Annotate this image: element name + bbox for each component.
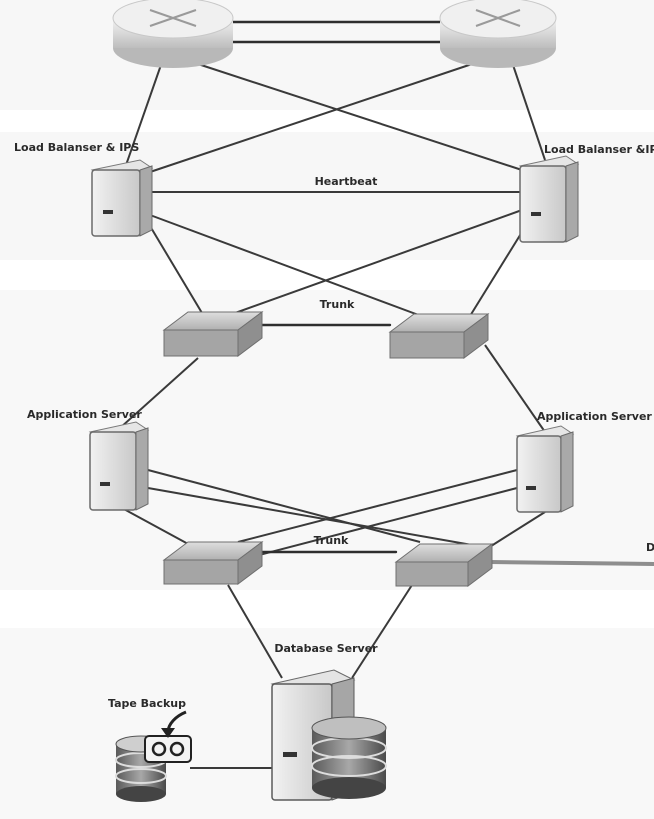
database-cylinder-icon xyxy=(311,716,387,799)
lb-right-to-switch-top-right xyxy=(469,231,523,317)
router-arrows-icon xyxy=(475,9,521,27)
switch-bottom-right[interactable] xyxy=(394,543,494,587)
tape-database-icon xyxy=(115,735,167,802)
tape-cassette-icon xyxy=(144,735,192,763)
label-trunk-bottom: Trunk xyxy=(314,534,349,547)
router-arrows-icon xyxy=(149,9,197,27)
router-right-to-lb-left xyxy=(149,63,473,173)
labels: Load Balanser & IPS Load Balanser &IPS H… xyxy=(14,141,654,710)
app-left-to-switch-bottom-right-2 xyxy=(147,487,473,546)
label-lb-right: Load Balanser &IPS xyxy=(544,143,654,156)
label-trunk-top: Trunk xyxy=(320,298,355,311)
label-heartbeat: Heartbeat xyxy=(315,175,378,188)
label-app-right: Application Server xyxy=(537,410,652,423)
load-balancer-right[interactable] xyxy=(518,155,580,243)
router-left-to-lb-left xyxy=(124,61,163,169)
lb-left-to-switch-top-left xyxy=(149,225,206,319)
app-left-to-switch-bottom-right xyxy=(147,469,421,543)
switch-top-right-to-app-right xyxy=(484,344,546,433)
lb-left-to-switch-top-right xyxy=(149,214,433,321)
tape-backup[interactable] xyxy=(115,710,192,802)
switch-bottom-left-to-db xyxy=(227,584,283,679)
outbound-link xyxy=(489,560,654,566)
router-right[interactable] xyxy=(439,0,557,68)
label-tape-backup: Tape Backup xyxy=(108,697,186,710)
lb-right-to-switch-top-left xyxy=(209,209,523,323)
router-left[interactable] xyxy=(112,0,234,68)
app-right-to-switch-bottom-left xyxy=(237,469,518,543)
application-server-right[interactable] xyxy=(515,425,575,513)
load-balancer-left[interactable] xyxy=(90,159,154,237)
app-right-to-switch-bottom-left-2 xyxy=(239,487,518,561)
label-db-server: Database Server xyxy=(274,642,378,655)
database-server[interactable] xyxy=(270,669,387,801)
app-left-to-switch-bottom-left xyxy=(121,507,191,546)
arrow-head-icon xyxy=(161,728,175,738)
switch-bottom-right-to-db xyxy=(351,584,413,679)
connection-lines xyxy=(119,20,654,769)
label-app-left: Application Server xyxy=(27,408,142,421)
switch-top-left-to-app-left xyxy=(119,357,199,429)
label-edge-cut: D xyxy=(646,541,654,554)
switch-top-left[interactable] xyxy=(162,311,264,357)
switch-top-right[interactable] xyxy=(388,313,490,359)
router-left-to-lb-right xyxy=(197,63,529,173)
label-lb-left: Load Balanser & IPS xyxy=(14,141,139,154)
switch-bottom-left[interactable] xyxy=(162,541,264,585)
router-right-to-lb-right xyxy=(511,61,546,161)
app-right-to-switch-bottom-right xyxy=(487,511,546,549)
application-server-left[interactable] xyxy=(88,421,150,511)
